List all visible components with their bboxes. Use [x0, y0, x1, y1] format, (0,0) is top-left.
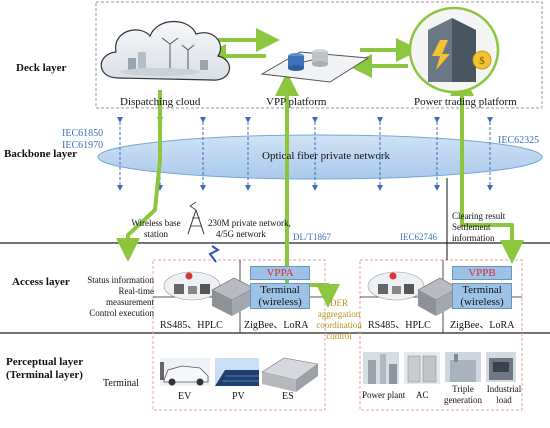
protocol-iec62325: IEC62325 [498, 135, 540, 146]
power-plant-label: Power plant [362, 390, 406, 400]
power-plant-image [363, 352, 399, 384]
es-image [261, 357, 319, 392]
power-trading-platform-label: Power trading platform [414, 96, 517, 108]
wireless-antenna-icon [187, 201, 220, 263]
backbone-layer-label: Backbone layer [4, 148, 78, 160]
private-network-label: 230M private network, 4/5G network [208, 218, 291, 239]
deck-layer-label: Deck layer [16, 62, 67, 74]
optical-network-label: Optical fiber private network [262, 150, 390, 162]
industrial-load-label: Industrial load [486, 384, 522, 405]
es-label: ES [282, 391, 294, 402]
vppb-zigbee-lora: ZigBee、LoRA [450, 320, 515, 331]
dispatching-cloud-icon [100, 21, 230, 81]
pv-label: PV [232, 391, 245, 402]
clearing-settlement-label: Clearing result Settlement information [452, 211, 506, 243]
dispatching-cloud-label: Dispatching cloud [120, 96, 201, 108]
optical-network-ellipse [97, 134, 543, 180]
vppa-rs485-hplc: RS485、HPLC [160, 320, 223, 331]
vpp-platform-label: VPP platform [266, 96, 327, 108]
vppb-terminal-box: Terminal (wireless) [452, 283, 512, 309]
power-trading-icon: $ [408, 6, 500, 94]
ac-image [404, 352, 440, 384]
industrial-load-image [486, 352, 516, 382]
vppa-group-box [152, 259, 326, 411]
protocol-iec61850: IEC61850 [62, 128, 104, 139]
vppb-devices-icon [367, 271, 459, 316]
access-functions-list: Status information Real-time measurement… [87, 275, 154, 318]
vppa-badge: VPPA [250, 266, 310, 280]
perceptual-layer-label: Perceptual layer [6, 356, 84, 368]
pv-image [215, 358, 259, 386]
protocol-iec61970: IEC61970 [62, 140, 104, 151]
vpp-platform-icon [260, 49, 370, 83]
der-control-label: DER aggregation coordination control [316, 298, 362, 341]
protocol-iec62746: IEC62746 [400, 232, 437, 242]
ac-label: AC [416, 390, 429, 400]
wireless-base-station-label: Wireless base station [131, 218, 181, 239]
triple-generation-image [445, 352, 481, 382]
vppa-devices-icon [163, 271, 255, 316]
vppa-terminal-box: Terminal (wireless) [250, 283, 310, 309]
vppa-zigbee-lora: ZigBee、LoRA [244, 320, 309, 331]
triple-generation-label: Triple generation [444, 384, 482, 405]
vppb-group-box [359, 259, 523, 411]
vppb-rs485-hplc: RS485、HPLC [368, 320, 431, 331]
vppb-badge: VPPB [452, 266, 512, 280]
ev-label: EV [178, 391, 192, 402]
terminal-label: Terminal [103, 378, 139, 389]
ev-image [160, 358, 210, 386]
access-layer-label: Access layer [12, 276, 70, 288]
terminal-layer-label: (Terminal layer) [6, 369, 83, 381]
protocol-dl-t1867: DL/T1867 [293, 232, 331, 242]
svg-text:$: $ [479, 55, 485, 67]
